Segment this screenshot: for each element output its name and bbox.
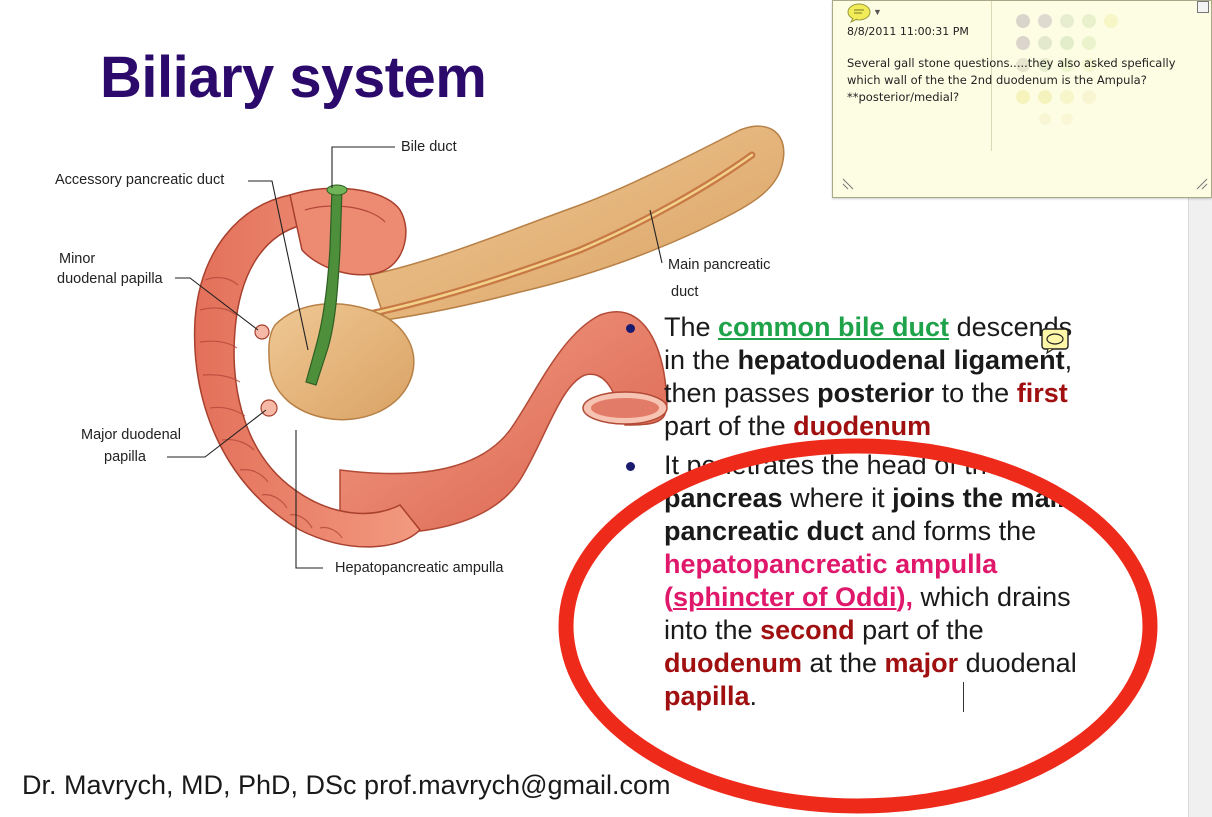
text-red: duodenum [664, 648, 802, 678]
label-bile-duct: Bile duct [401, 139, 457, 155]
text-run: to the [934, 378, 1017, 408]
slide-footer: Dr. Mavrych, MD, PhD, DSc prof.mavrych@g… [22, 770, 671, 800]
anatomy-drawing [167, 125, 785, 569]
text-pink: ), [896, 582, 914, 612]
text-red: first [1016, 378, 1068, 408]
note-text[interactable]: Several gall stone questions.....they al… [847, 56, 1176, 104]
text-run: The [664, 312, 719, 342]
vertical-scrollbar[interactable] [1188, 196, 1212, 817]
text-bold: pancreas [664, 483, 783, 513]
text-cursor [963, 682, 964, 712]
common-bile-duct-link[interactable]: common bile duct [718, 312, 950, 342]
bullet-item-1: The common bile duct descends in the hep… [620, 311, 1080, 443]
label-accessory-pancreatic-duct: Accessory pancreatic duct [55, 172, 225, 188]
resize-grip-icon[interactable] [841, 177, 855, 191]
note-background-pattern [1016, 14, 1118, 125]
text-red: second [760, 615, 855, 645]
text-run: part of the [854, 615, 984, 645]
bullet-item-2: It penetrates the head of the pancreas w… [620, 449, 1080, 713]
bullet-dot [626, 462, 635, 471]
note-timestamp: 8/8/2011 11:00:31 PM [847, 25, 969, 38]
text-run: and forms the [863, 516, 1037, 546]
text-run: . [749, 681, 758, 711]
text-red: duodenum [793, 411, 932, 441]
label-minor-papilla-line1: Minor [59, 251, 96, 267]
label-main-pancreatic-line1: Main pancreatic [668, 257, 771, 273]
pancreas-duodenum-illustration: Bile duct Accessory pancreatic duct Mino… [40, 110, 800, 590]
chevron-down-icon[interactable]: ▼ [873, 7, 882, 17]
text-bold: hepatoduodenal ligament [737, 345, 1065, 375]
label-major-papilla-line1: Major duodenal [81, 427, 181, 443]
text-red: major [884, 648, 959, 678]
speech-bubble-icon[interactable] [1041, 328, 1069, 355]
text-run: It penetrates the head of the [664, 450, 1002, 480]
note-divider [991, 1, 992, 151]
label-main-pancreatic-line2: duct [671, 284, 699, 300]
text-run: , then passes [664, 345, 1073, 408]
slide-title: Biliary system [100, 45, 487, 110]
note-scroll-button[interactable] [1197, 1, 1209, 13]
label-hepatopancreatic-ampulla: Hepatopancreatic ampulla [335, 560, 504, 576]
comment-note-popup[interactable]: ▼ 8/8/2011 11:00:31 PM Several gall ston… [832, 0, 1212, 198]
comment-bubble-icon[interactable] [847, 3, 873, 24]
sphincter-of-oddi-link[interactable]: sphincter of Oddi [673, 582, 897, 612]
bullet-list: The common bile duct descends in the hep… [620, 311, 1080, 713]
text-run: part of the [664, 411, 794, 441]
text-bold: posterior [817, 378, 935, 408]
label-minor-papilla-line2: duodenal papilla [57, 271, 163, 287]
resize-grip-icon[interactable] [1195, 177, 1209, 191]
text-run: at the [801, 648, 885, 678]
bullet-dot [626, 324, 635, 333]
text-red: papilla [664, 681, 750, 711]
text-run: duodenal [958, 648, 1077, 678]
label-major-papilla-line2: papilla [104, 449, 146, 465]
text-run: where it [782, 483, 893, 513]
